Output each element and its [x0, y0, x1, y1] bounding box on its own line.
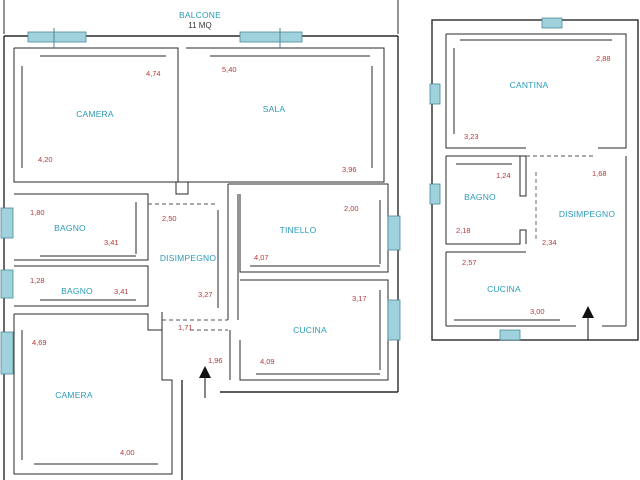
window-cantina-side [429, 83, 441, 105]
dim-bagno-2-h: 1,28 [30, 276, 45, 285]
cellar-dim-cantina-h: 3,23 [464, 132, 479, 141]
window-cantina [541, 17, 563, 29]
window-bagno-2 [0, 269, 14, 299]
room-bagno-2: BAGNO [61, 286, 93, 296]
bagno-walls [446, 155, 527, 197]
cellar-room-cantina: CANTINA [510, 80, 549, 90]
camera-bottom-walls [13, 313, 173, 475]
room-camera-top: CAMERA [76, 109, 114, 119]
room-bagno-1: BAGNO [54, 223, 86, 233]
cellar-dim-bagno-h: 1,24 [496, 171, 511, 180]
cellar-dim-disimpegno-h: 2,34 [542, 238, 557, 247]
dim-bagno-1-h: 1,80 [30, 208, 45, 217]
dim-disimpegno-h: 3,27 [198, 290, 213, 299]
dim-sala-h: 3,96 [342, 165, 357, 174]
dim-cucina-h: 3,17 [352, 294, 367, 303]
dim-corridor-1: 1,71 [178, 323, 193, 332]
main-apartment: BALCONE 11 MQ CAMERA SALA BAGNO BAGNO DI… [0, 0, 401, 480]
bagno-1-walls [14, 193, 149, 261]
window-bagno-1 [0, 207, 14, 239]
dim-disimpegno-w: 2,50 [162, 214, 177, 223]
cellar-dim-cantina-w: 2,88 [596, 54, 611, 63]
tinello-walls [228, 183, 389, 273]
dim-cucina-w: 4,09 [260, 357, 275, 366]
dim-sala-w: 5,40 [222, 65, 237, 74]
window-cellar-bagno [429, 183, 441, 205]
window-cellar-cucina [499, 329, 521, 341]
room-cucina: CUCINA [293, 325, 327, 335]
bagno-walls-bottom [445, 156, 527, 245]
balcony-label: BALCONE [179, 10, 221, 20]
balcony-area: 11 MQ [188, 21, 211, 30]
dim-camera-top-h: 4,20 [38, 155, 53, 164]
cellar-room-bagno: BAGNO [464, 192, 496, 202]
cellar-room-disimpegno: DISIMPEGNO [559, 209, 616, 219]
dim-camera-bottom-w: 4,00 [120, 448, 135, 457]
cellar-entrance-arrow-icon [582, 306, 594, 318]
dim-bagno-1-w: 3,41 [104, 238, 119, 247]
sala-walls [186, 47, 385, 183]
cantina-walls [446, 33, 627, 149]
dim-camera-top-w: 4,74 [146, 69, 161, 78]
dim-tinello-w: 4,07 [254, 253, 269, 262]
cellar-dim-cucina-h: 2,57 [462, 258, 477, 267]
dim-camera-bottom-h: 4,69 [32, 338, 47, 347]
bagno-2-walls [14, 265, 149, 307]
room-sala: SALA [263, 104, 286, 114]
window-tinello [387, 215, 401, 251]
room-tinello: TINELLO [280, 225, 317, 235]
dim-tinello-h: 2,00 [344, 204, 359, 213]
cellar-dim-disimpegno-w: 1,68 [592, 169, 607, 178]
cantina-walls-left [445, 34, 526, 149]
cellar-outer-walls [431, 19, 639, 341]
dim-bagno-2-w: 3,41 [114, 287, 129, 296]
cellar-room-cucina: CUCINA [487, 284, 521, 294]
window-camera-bottom [0, 331, 14, 375]
entrance-arrow-icon [199, 366, 211, 378]
window-cucina [387, 299, 401, 341]
room-camera-bottom: CAMERA [55, 390, 93, 400]
cellar-unit: CANTINA BAGNO DISIMPEGNO CUCINA 2,88 3,2… [429, 17, 639, 341]
cellar-dim-cucina-w: 3,00 [530, 307, 545, 316]
pillar [175, 181, 189, 195]
window-camera-top [27, 31, 87, 43]
cucina-walls [239, 279, 389, 381]
cellar-dim-bagno-w: 2,18 [456, 226, 471, 235]
dim-corridor-2: 1,96 [208, 356, 223, 365]
room-disimpegno: DISIMPEGNO [160, 253, 217, 263]
window-sala [239, 31, 303, 43]
